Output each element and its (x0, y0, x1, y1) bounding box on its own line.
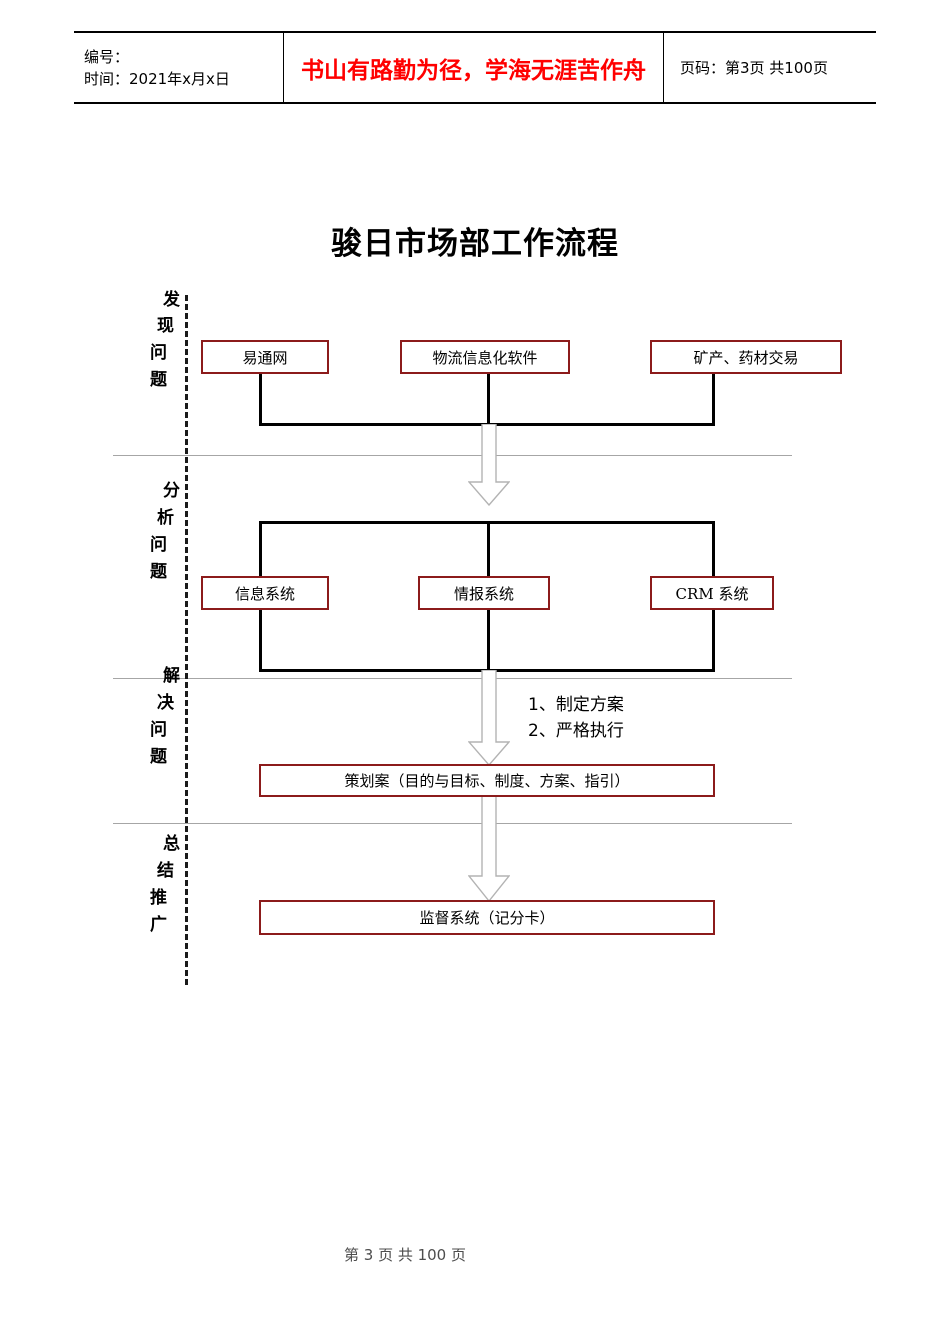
node-mineral-herb-trade-label: 矿产、药材交易 (693, 348, 799, 367)
stage-label-discover-char-2: 问 (150, 343, 167, 363)
node-intelligence-system[interactable]: 情报系统 (418, 576, 550, 610)
header-cell-meta: 编号： 时间：2021年x月x日 (74, 33, 284, 102)
header-page-info: 页码：第3页 共100页 (680, 59, 828, 77)
page-title: 骏日市场部工作流程 (331, 226, 619, 262)
header-cell-motto: 书山有路勤为径，学海无涯苦作舟 (284, 33, 664, 102)
stage-label-solve-char-0: 解 (163, 666, 180, 686)
stage-separator-2 (113, 678, 792, 679)
node-mineral-herb-trade[interactable]: 矿产、药材交易 (650, 340, 842, 374)
annotation-line-1: 1、制定方案 (528, 695, 624, 715)
stage-label-summarize-char-1: 结 (157, 861, 174, 881)
stage-label-discover-char-0: 发 (163, 290, 180, 310)
stage-label-analyze-char-3: 题 (150, 562, 167, 582)
stage-label-summarize-char-2: 推 (150, 888, 167, 908)
node-yitongwang[interactable]: 易通网 (201, 340, 329, 374)
stage-label-summarize-char-3: 广 (150, 915, 167, 935)
node-information-system[interactable]: 信息系统 (201, 576, 329, 610)
node-plan[interactable]: 策划案（目的与目标、制度、方案、指引） (259, 764, 715, 797)
node-supervise-label: 监督系统（记分卡） (419, 909, 555, 927)
stage-label-summarize-char-0: 总 (163, 834, 180, 854)
stage-label-solve-char-2: 问 (150, 720, 167, 740)
connector-stub-row1-center (487, 374, 490, 426)
header-motto-text: 书山有路勤为径，学海无涯苦作舟 (301, 56, 646, 84)
stage-label-solve-char-1: 决 (157, 693, 174, 713)
flow-arrow-2 (468, 670, 510, 766)
node-plan-label: 策划案（目的与目标、制度、方案、指引） (344, 772, 630, 790)
node-yitongwang-label: 易通网 (242, 348, 288, 367)
stage-label-analyze-char-2: 问 (150, 535, 167, 555)
node-intelligence-system-label: 情报系统 (453, 584, 514, 603)
flow-arrow-3 (468, 790, 510, 902)
doc-date-label: 时间：2021年x月x日 (84, 69, 230, 88)
stage-divider-dashed-line (185, 295, 188, 985)
node-crm-system-label: CRM 系统 (675, 584, 749, 603)
node-logistics-software-label: 物流信息化软件 (432, 348, 538, 367)
node-crm-system[interactable]: CRM 系统 (650, 576, 774, 610)
annotation-block: 1、制定方案 2、严格执行 (528, 692, 624, 744)
stage-label-analyze-char-1: 析 (157, 508, 174, 528)
header-cell-pageinfo: 页码：第3页 共100页 (664, 33, 876, 102)
stage-separator-1 (113, 455, 792, 456)
connector-stub-row2-bottom-center (487, 610, 490, 672)
connector-stub-row2-top-center (487, 521, 490, 576)
annotation-line-2: 2、严格执行 (528, 721, 624, 741)
node-information-system-label: 信息系统 (234, 584, 295, 603)
stage-label-solve-char-3: 题 (150, 747, 167, 767)
node-supervise[interactable]: 监督系统（记分卡） (259, 900, 715, 935)
stage-separator-3 (113, 823, 792, 824)
stage-label-discover-char-1: 现 (157, 316, 174, 336)
doc-number-label: 编号： (84, 47, 130, 66)
stage-label-analyze-char-0: 分 (163, 481, 180, 501)
stage-label-discover-char-3: 题 (150, 370, 167, 390)
node-logistics-software[interactable]: 物流信息化软件 (400, 340, 570, 374)
footer-page-info: 第 3 页 共 100 页 (343, 1246, 466, 1264)
flow-arrow-1 (468, 424, 510, 506)
document-header-table: 编号： 时间：2021年x月x日 书山有路勤为径，学海无涯苦作舟 页码：第3页 … (74, 31, 876, 104)
